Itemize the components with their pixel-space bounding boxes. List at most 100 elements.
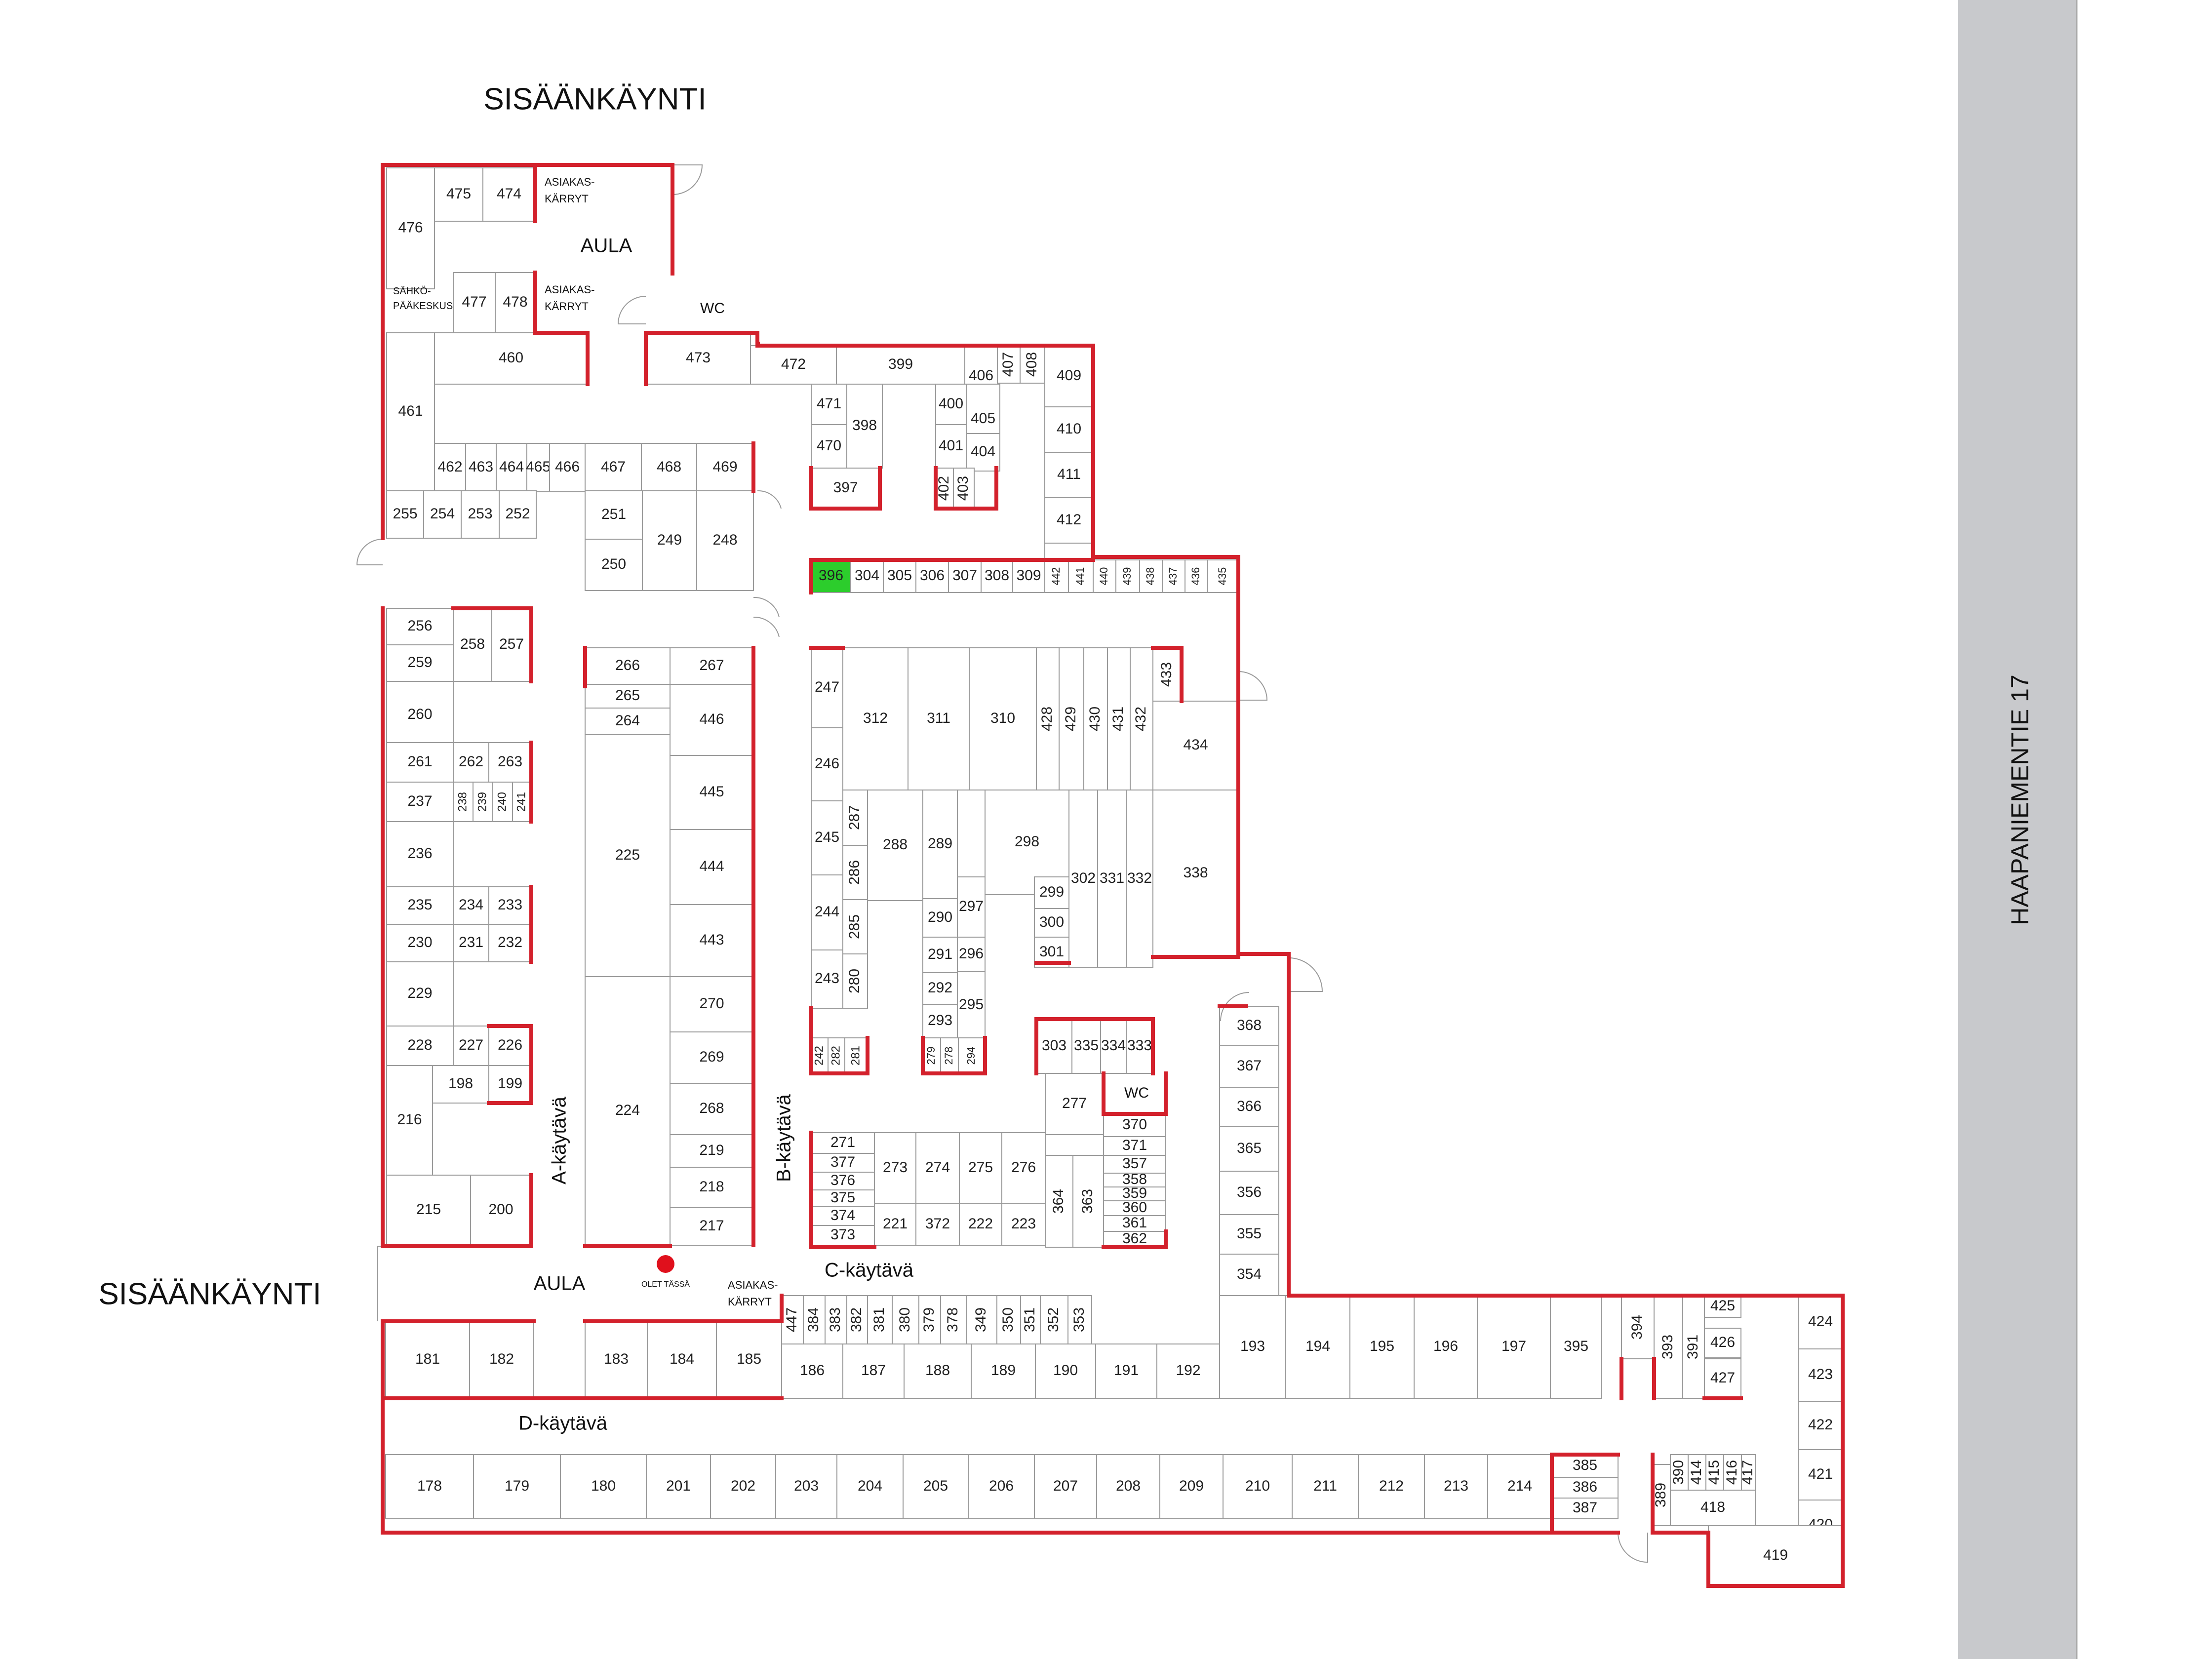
room-number: 239 bbox=[475, 792, 489, 812]
room-number: 194 bbox=[1305, 1338, 1330, 1354]
room-number: 373 bbox=[830, 1226, 855, 1243]
room-number: 379 bbox=[921, 1307, 937, 1332]
room-number: 233 bbox=[498, 897, 522, 913]
room-237: 237 bbox=[386, 782, 454, 822]
room-number: 466 bbox=[555, 459, 580, 475]
room-465: 465 bbox=[526, 443, 551, 492]
room-number: 440 bbox=[1098, 567, 1110, 586]
room-number: 353 bbox=[1071, 1307, 1087, 1332]
room-number: 210 bbox=[1245, 1478, 1270, 1494]
room-number: 428 bbox=[1039, 707, 1055, 731]
room-number: 252 bbox=[505, 506, 530, 522]
room-248: 248 bbox=[696, 490, 754, 591]
room-270: 270 bbox=[670, 976, 754, 1032]
room-281: 281 bbox=[844, 1037, 868, 1074]
room-number: 432 bbox=[1133, 707, 1149, 731]
room-351: 351 bbox=[1020, 1295, 1041, 1344]
room-number: 222 bbox=[968, 1216, 993, 1232]
room-number: 364 bbox=[1050, 1189, 1066, 1214]
room-259: 259 bbox=[386, 644, 454, 682]
room-256: 256 bbox=[386, 608, 454, 645]
room-number: 290 bbox=[928, 909, 952, 925]
room-number: 470 bbox=[817, 437, 841, 454]
room-476: 476 bbox=[386, 167, 435, 289]
room-number: 259 bbox=[407, 654, 432, 671]
room-266: 266 bbox=[585, 647, 671, 685]
wc-mid-label: WC bbox=[1124, 1085, 1149, 1101]
room-409: 409 bbox=[1044, 345, 1094, 407]
room-number: 387 bbox=[1573, 1500, 1597, 1516]
room-183: 183 bbox=[585, 1321, 648, 1399]
room-474: 474 bbox=[482, 167, 536, 222]
room-268: 268 bbox=[670, 1083, 754, 1135]
room-number: 223 bbox=[1011, 1216, 1036, 1232]
room-402: 402 bbox=[935, 468, 954, 509]
room-423: 423 bbox=[1798, 1348, 1843, 1402]
room-number: 294 bbox=[965, 1047, 977, 1065]
room-number: 410 bbox=[1057, 421, 1081, 437]
room-269: 269 bbox=[670, 1031, 754, 1084]
room-428: 428 bbox=[1036, 647, 1060, 790]
room-430: 430 bbox=[1083, 647, 1108, 790]
room-number: 217 bbox=[699, 1218, 724, 1234]
room-number: 190 bbox=[1053, 1362, 1078, 1379]
wall-segment bbox=[809, 1006, 869, 1075]
room-number: 358 bbox=[1122, 1171, 1147, 1187]
entrance-top-label: SISÄÄNKÄYNTI bbox=[483, 82, 706, 116]
room-number: 446 bbox=[699, 711, 724, 727]
door-swing bbox=[1618, 1532, 1648, 1563]
room-228: 228 bbox=[386, 1026, 454, 1066]
aula-top-label: AULA bbox=[581, 235, 632, 257]
room-475: 475 bbox=[434, 167, 483, 222]
room-463: 463 bbox=[465, 443, 497, 492]
room-253: 253 bbox=[461, 490, 500, 539]
room-309: 309 bbox=[1012, 559, 1045, 593]
room-number: 208 bbox=[1116, 1478, 1141, 1494]
room-294: 294 bbox=[958, 1037, 986, 1074]
room-236: 236 bbox=[386, 821, 454, 887]
room-number: 244 bbox=[815, 904, 839, 920]
room-number: 224 bbox=[615, 1102, 640, 1118]
wall-segment bbox=[1034, 1017, 1155, 1075]
room-number: 418 bbox=[1700, 1499, 1725, 1515]
room-number: 467 bbox=[601, 459, 626, 475]
room-438: 438 bbox=[1139, 559, 1163, 593]
room-206: 206 bbox=[968, 1454, 1035, 1519]
room-number: 447 bbox=[784, 1307, 800, 1332]
aula-bottom-label: AULA bbox=[534, 1273, 586, 1295]
room-number: 404 bbox=[971, 443, 995, 460]
room-435: 435 bbox=[1207, 559, 1239, 593]
wall-segment bbox=[644, 331, 759, 386]
room-263: 263 bbox=[488, 742, 532, 783]
wall-segment bbox=[381, 1319, 1620, 1535]
room-201: 201 bbox=[646, 1454, 711, 1519]
room-number: 212 bbox=[1379, 1478, 1404, 1494]
room-278: 278 bbox=[940, 1037, 959, 1074]
room-234: 234 bbox=[453, 886, 489, 925]
room-number: 179 bbox=[505, 1478, 529, 1494]
room-415: 415 bbox=[1705, 1454, 1724, 1491]
room-242: 242 bbox=[811, 1037, 829, 1074]
room-225: 225 bbox=[585, 734, 671, 977]
room-number: 476 bbox=[398, 219, 423, 236]
room-number: 411 bbox=[1057, 466, 1081, 482]
room-number: 416 bbox=[1724, 1460, 1740, 1485]
room-number: 178 bbox=[417, 1478, 442, 1494]
room-number: 352 bbox=[1045, 1307, 1062, 1332]
room-number: 219 bbox=[699, 1142, 724, 1158]
room-277: 277 bbox=[1045, 1073, 1104, 1135]
room-number: 408 bbox=[1024, 352, 1040, 377]
room-number: 478 bbox=[503, 294, 527, 310]
room-number: 389 bbox=[1653, 1483, 1669, 1507]
room-number: 307 bbox=[952, 567, 977, 584]
wall-segment bbox=[1151, 646, 1184, 703]
room-203: 203 bbox=[775, 1454, 837, 1519]
room-353: 353 bbox=[1067, 1295, 1092, 1344]
room-360: 360 bbox=[1103, 1199, 1166, 1216]
room-254: 254 bbox=[423, 490, 462, 539]
room-number: 376 bbox=[830, 1172, 855, 1188]
corridor-a-label: A-käytävä bbox=[549, 1096, 570, 1185]
room-number: 267 bbox=[699, 657, 724, 673]
room-number: 199 bbox=[498, 1075, 522, 1092]
room-257: 257 bbox=[491, 608, 532, 682]
